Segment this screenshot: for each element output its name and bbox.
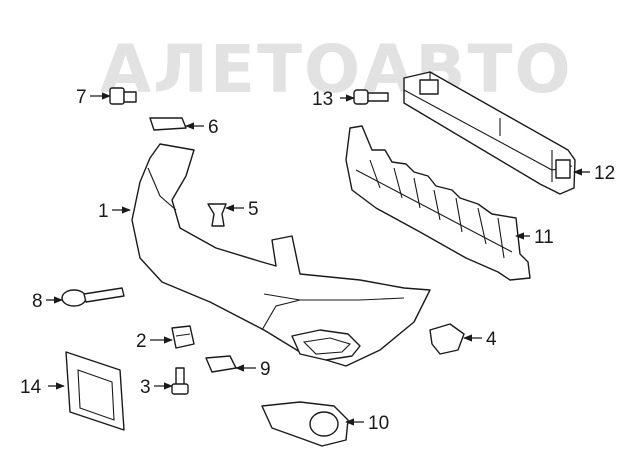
callout-4: 4 bbox=[486, 329, 497, 350]
callout-3: 3 bbox=[140, 377, 151, 398]
part-10-fog-lamp-bezel bbox=[261, 401, 349, 447]
callout-11: 11 bbox=[534, 227, 554, 248]
callout-12: 12 bbox=[594, 163, 615, 184]
part-11-energy-absorber bbox=[345, 125, 531, 281]
callout-9: 9 bbox=[260, 359, 271, 380]
watermark-text: АЛЕТОАВТО bbox=[100, 31, 573, 108]
part-3-bolt bbox=[171, 367, 189, 395]
part-1-bumper-cover bbox=[131, 143, 431, 367]
callout-6: 6 bbox=[208, 117, 219, 138]
part-2-bracket bbox=[171, 325, 195, 349]
part-6-clip bbox=[149, 117, 187, 131]
callout-5: 5 bbox=[248, 199, 259, 220]
part-9-clip bbox=[205, 355, 237, 373]
watermark-logo: АЛЕТОАВТО bbox=[100, 31, 573, 108]
leader-lines bbox=[46, 92, 590, 426]
callout-1: 1 bbox=[98, 201, 109, 222]
part-4-bracket bbox=[429, 323, 465, 355]
callout-7: 7 bbox=[76, 87, 87, 108]
callout-13: 13 bbox=[312, 89, 333, 110]
part-7-bolt bbox=[109, 87, 137, 105]
part-8-tow-hook bbox=[61, 287, 125, 307]
callout-labels: 1 2 3 4 5 6 7 8 9 10 11 12 13 14 bbox=[20, 87, 615, 434]
part-5-clip bbox=[207, 203, 227, 227]
part-14-license-bracket bbox=[65, 351, 125, 431]
part-12-reinforcement-bar bbox=[403, 71, 576, 195]
callout-10: 10 bbox=[368, 413, 389, 434]
callout-14: 14 bbox=[20, 377, 42, 398]
callout-8: 8 bbox=[32, 291, 43, 312]
callout-2: 2 bbox=[136, 331, 147, 352]
